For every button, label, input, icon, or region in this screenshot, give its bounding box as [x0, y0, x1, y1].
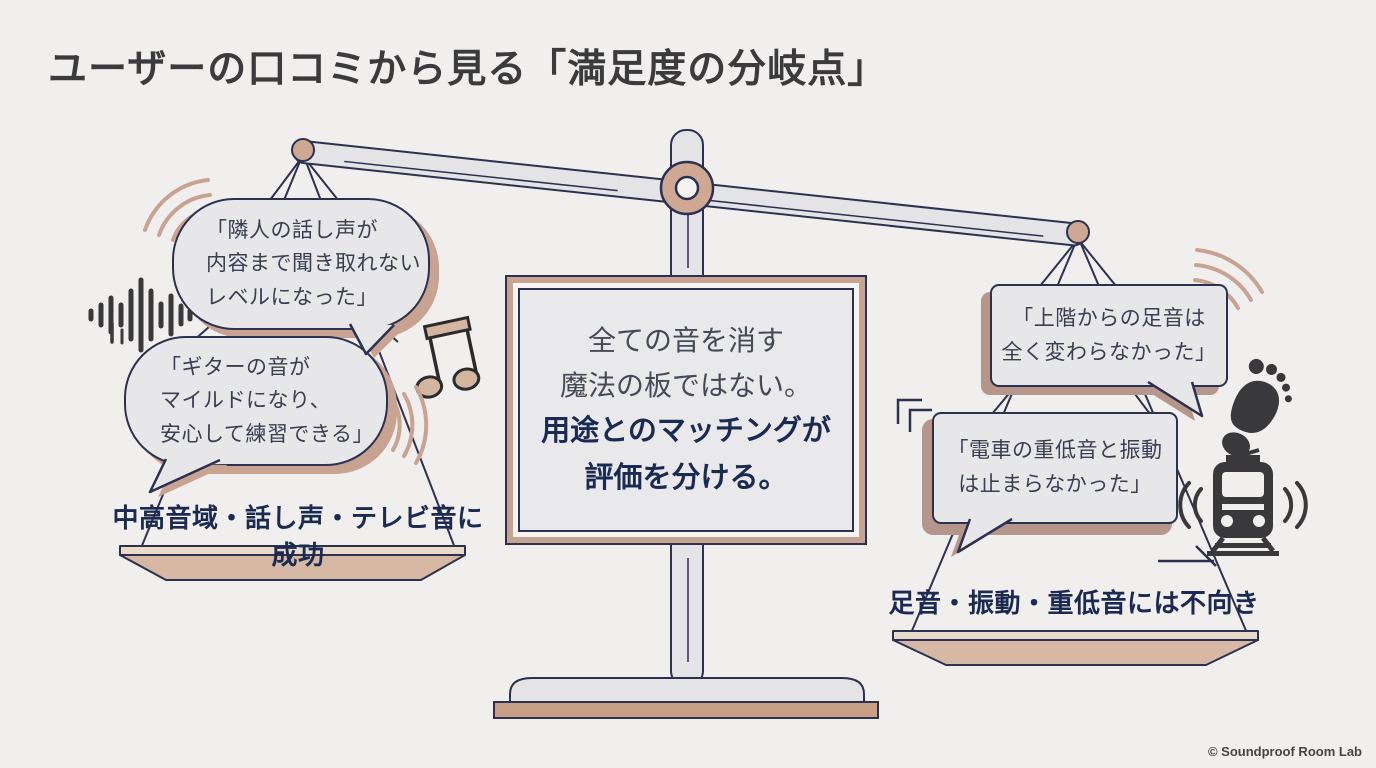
beam-end-cap-left: [291, 138, 315, 162]
accent-tick-marks: [110, 322, 124, 345]
beam-end-cap-right: [1066, 220, 1090, 244]
left-pan: [119, 545, 466, 581]
train-icon: [1178, 448, 1308, 556]
sound-arc-left-bottom: [391, 385, 429, 465]
board-line-3: 用途とのマッチングが: [541, 415, 831, 448]
bubble-line: 「上階からの足音は: [1012, 306, 1206, 330]
bubble-line: 内容まで聞き取れない: [206, 252, 421, 276]
bubble-line: 「ギターの音が: [160, 355, 311, 379]
board-line-1: 全ての音を消す: [587, 323, 784, 357]
review-bubble-guitar: 「ギターの音が マイルドになり、 安心して練習できる」: [124, 336, 388, 466]
footprint-icon: [1222, 358, 1292, 457]
board-line-2: 魔法の板ではない。: [559, 369, 812, 403]
music-note-icon: [415, 315, 481, 399]
accent-speed-lines: [1158, 545, 1217, 567]
right-pan: [892, 630, 1259, 666]
bubble-line: 全く変わらなかった」: [1001, 340, 1217, 364]
board-text: 全ての音を消す 魔法の板ではない。 用途とのマッチングが 評価を分ける。: [518, 288, 854, 532]
footer-credit: © Soundproof Room Lab: [1207, 744, 1362, 759]
page-title: ユーザーの口コミから見る「満足度の分岐点」: [48, 48, 888, 91]
bubble-line: 「隣人の話し声が: [206, 218, 378, 242]
bubble-line: レベルになった」: [206, 285, 378, 309]
review-bubble-footsteps: 「上階からの足音は 全く変わらなかった」: [990, 284, 1228, 387]
beam-pivot: [659, 160, 715, 216]
review-bubble-train: 「電車の重低音と振動 は止まらなかった」: [932, 412, 1178, 524]
bubble-line: マイルドになり、: [160, 389, 332, 413]
conclusion-board: 全ての音を消す 魔法の板ではない。 用途とのマッチングが 評価を分ける。: [505, 275, 867, 545]
review-bubble-neighbor-voice: 「隣人の話し声が 内容まで聞き取れない レベルになった」: [172, 198, 430, 330]
bubble-line: 安心して練習できる」: [160, 422, 374, 446]
bubble-line: 「電車の重低音と振動: [947, 439, 1163, 463]
scale-base: [493, 677, 879, 719]
accent-corner-brackets: [896, 398, 932, 432]
left-verdict-label: 中高音域・話し声・テレビ音に成功: [112, 503, 484, 570]
board-line-4: 評価を分ける。: [584, 462, 788, 495]
right-verdict-label: 足音・振動・重低音には不向き: [888, 588, 1260, 618]
bubble-line: は止まらなかった」: [958, 473, 1152, 496]
